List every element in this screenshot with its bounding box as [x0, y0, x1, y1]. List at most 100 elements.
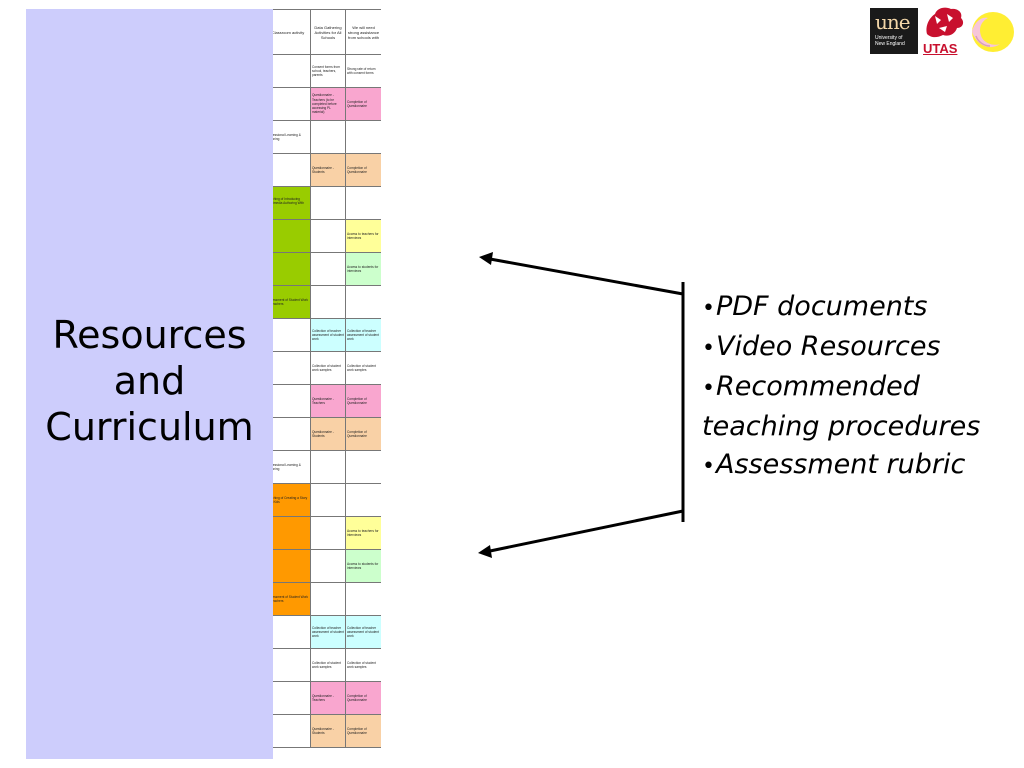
bullet-item: •Assessment rubric	[702, 446, 1002, 486]
table-row: Assessment of Student Work by teachers	[273, 285, 381, 319]
bullet-item: •Video Resources	[702, 328, 1002, 368]
bullet-text: Recommended teaching procedures	[702, 371, 981, 442]
table-cell-assistance: Completion of Questionnaire	[345, 417, 381, 451]
table-cell-data-gathering: Collection of student work samples	[310, 648, 346, 682]
table-cell-assistance: Access to teachers for interviews	[345, 516, 381, 550]
table-cell-activity: Teaching of Creating a Story with Kids	[273, 483, 311, 517]
table-cell-assistance	[345, 120, 381, 154]
side-title-line-1: Resources	[52, 313, 247, 357]
bullet-glyph: •	[702, 376, 715, 401]
bullet-glyph: •	[702, 296, 715, 321]
table-cell-assistance: Completion of Questionnaire	[345, 681, 381, 715]
table-cell-assistance: Completion of Questionnaire	[345, 384, 381, 418]
table-row: Access to teachers for interviews	[273, 516, 381, 550]
table-row: Access to teachers for interviews	[273, 219, 381, 253]
table-row: Professional Learning & Planning	[273, 120, 381, 154]
table-header-row: Classroom activity Data Gathering Activi…	[273, 9, 381, 55]
table-row: Collection of teacher assessment of stud…	[273, 615, 381, 649]
table-cell-data-gathering	[310, 549, 346, 583]
table-cell-activity	[273, 516, 311, 550]
arrow-up-head	[479, 252, 493, 265]
arrow-up-line	[489, 257, 684, 296]
bullet-text: PDF documents	[715, 291, 928, 322]
table-cell-assistance	[345, 582, 381, 616]
table-cell-activity	[273, 681, 311, 715]
table-cell-assistance: Access to students for interviews	[345, 549, 381, 583]
table-cell-activity	[273, 318, 311, 352]
table-cell-data-gathering: Questionnaire - Students	[310, 714, 346, 748]
table-cell-activity	[273, 219, 311, 253]
arrow-down-line	[489, 509, 684, 553]
table-row: Access to students for interviews	[273, 252, 381, 286]
table-cell-assistance: Completion of Questionnaire	[345, 153, 381, 187]
table-cell-data-gathering	[310, 450, 346, 484]
table-cell-data-gathering	[310, 516, 346, 550]
une-logo-sub-line-2: New England	[875, 41, 905, 47]
table-cell-assistance: Completion of Questionnaire	[345, 87, 381, 121]
table-cell-data-gathering	[310, 285, 346, 319]
table-cell-activity	[273, 351, 311, 385]
bullet-text: Video Resources	[715, 331, 941, 362]
table-cell-assistance	[345, 450, 381, 484]
table-cell-activity: Professional Learning & Planning	[273, 120, 311, 154]
sun-logo	[966, 6, 1016, 56]
table-cell-assistance: Collection of student work samples	[345, 351, 381, 385]
table-cell-assistance: Collection of teacher assessment of stud…	[345, 318, 381, 352]
table-cell-activity	[273, 384, 311, 418]
table-cell-activity: Professional Learning & Planning	[273, 450, 311, 484]
table-cell-assistance	[345, 285, 381, 319]
table-cell-data-gathering: Collection of teacher assessment of stud…	[310, 318, 346, 352]
table-cell-assistance: Collection of teacher assessment of stud…	[345, 615, 381, 649]
side-title: Resources and Curriculum	[26, 312, 273, 450]
table-cell-data-gathering: Questionnaire - Students	[310, 417, 346, 451]
table-cell-activity	[273, 252, 311, 286]
table-cell-data-gathering	[310, 186, 346, 220]
side-title-line-3: Curriculum	[45, 405, 254, 449]
bullet-list: •PDF documents •Video Resources •Recomme…	[702, 288, 1002, 486]
table-cell-assistance: Collection of student work samples	[345, 648, 381, 682]
table-cell-data-gathering: Questionnaire - Students	[310, 153, 346, 187]
table-cell-activity	[273, 417, 311, 451]
bullet-text: Assessment rubric	[715, 449, 966, 480]
table-cell-assistance	[345, 186, 381, 220]
une-logo-sub-line-1: University of	[875, 35, 903, 41]
table-header-assistance: We will need strong assistance from scho…	[345, 9, 381, 55]
bullet-glyph: •	[702, 454, 715, 479]
table-cell-assistance: Access to teachers for interviews	[345, 219, 381, 253]
une-logo-subtitle: University of New England	[875, 35, 905, 47]
side-panel	[26, 9, 273, 759]
bullet-item: •PDF documents	[702, 288, 1002, 328]
table-body: Consent forms from school, teachers, par…	[273, 54, 381, 748]
table-cell-activity: Assessment of Student Work by teachers	[273, 285, 311, 319]
table-cell-assistance: Access to students for interviews	[345, 252, 381, 286]
utas-logo: UTAS	[921, 4, 967, 56]
table-cell-activity	[273, 615, 311, 649]
arrow-down-head	[478, 545, 492, 558]
table-row: Assessment of Student Work by teachers	[273, 582, 381, 616]
table-row: Teaching of Creating a Story with Kids	[273, 483, 381, 517]
table-row: Professional Learning & Planning	[273, 450, 381, 484]
table-cell-assistance: Strong rate of return with consent forms	[345, 54, 381, 88]
table-cell-activity: Assessment of Student Work by teachers	[273, 582, 311, 616]
table-cell-activity	[273, 87, 311, 121]
table-cell-activity: Teaching of Introducing Multimedia Autho…	[273, 186, 311, 220]
table-cell-assistance: Completion of Questionnaire	[345, 714, 381, 748]
table-cell-data-gathering	[310, 252, 346, 286]
side-title-line-2: and	[113, 359, 186, 403]
timeline-table-thumbnail: Classroom activity Data Gathering Activi…	[273, 9, 381, 759]
une-logo-word: une	[875, 10, 911, 34]
table-cell-data-gathering	[310, 219, 346, 253]
timeline-table: Classroom activity Data Gathering Activi…	[273, 9, 381, 748]
table-row: Access to students for interviews	[273, 549, 381, 583]
table-row: Questionnaire - Teachers (to be complete…	[273, 87, 381, 121]
table-row: Collection of teacher assessment of stud…	[273, 318, 381, 352]
table-row: Teaching of Introducing Multimedia Autho…	[273, 186, 381, 220]
table-cell-data-gathering	[310, 582, 346, 616]
une-logo: une University of New England	[870, 8, 918, 54]
bullet-glyph: •	[702, 336, 715, 361]
